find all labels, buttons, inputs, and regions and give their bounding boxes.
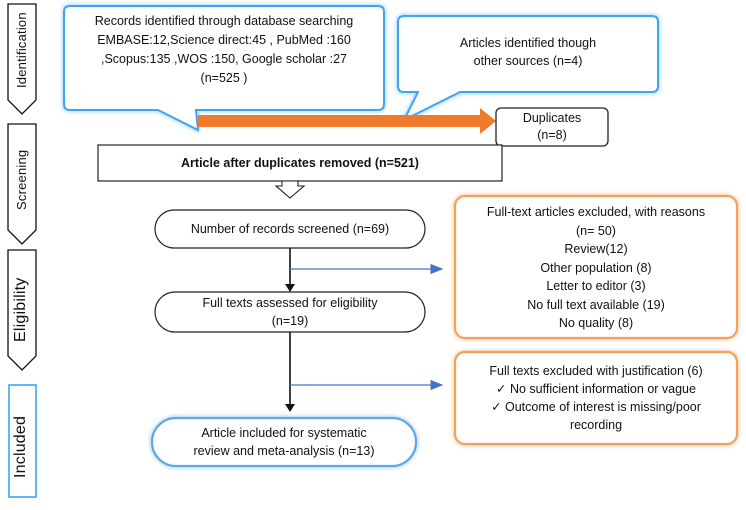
stage-label-eligibility: Eligibility [12,277,29,342]
other-sources-line: other sources (n=4) [473,54,583,68]
duplicates-text: Duplicates (n=8) [496,110,608,144]
hollow-down-arrow [274,180,306,199]
duplicates-box [495,107,609,147]
excluded-justification-text: Full texts excluded with justification (… [458,362,734,434]
excluded-reasons-box [453,194,739,340]
other-sources-line: Articles identified though [459,36,597,50]
excluded-reasons-line: Letter to editor (3) [546,279,646,293]
excluded-justification-line: Full texts excluded with justification (… [489,364,703,378]
after-duplicates-text: Article after duplicates removed (n=521) [181,156,419,170]
stage-marker-identification [7,3,37,115]
duplicates-line: (n=8) [537,128,567,142]
stage-marker-screening [7,123,37,245]
included-line: review and meta-analysis (n=13) [193,444,375,458]
excluded-reasons-line: No quality (8) [558,316,634,330]
database-records-line: (n=525 ) [200,71,248,85]
excluded-justification-box [453,350,739,446]
orange-arrow-to-duplicates [198,108,496,134]
assessed-line: (n=19) [271,314,309,328]
database-records-bubble [63,5,385,132]
stage-marker-eligibility [7,249,37,371]
included-line: Article included for systematic [201,426,367,440]
database-records-line: ,Scopus:135 ,WOS :150, Google scholar :2… [101,52,347,66]
excluded-reasons-line: No full text available (19) [527,297,665,312]
other-sources-bubble [397,15,659,123]
excluded-reasons-line: Review(12) [564,242,628,256]
assessed-line: Full texts assessed for eligibility [202,296,378,310]
other-sources-text: Articles identified though other sources… [402,34,654,70]
excluded-reasons-text: Full-text articles excluded, with reason… [458,203,734,333]
database-records-text: Records identified through database sear… [68,12,380,88]
excluded-reasons-line: Other population (8) [540,260,652,275]
excluded-reasons-line: (n= 50) [576,223,616,238]
duplicates-line: Duplicates [522,111,582,125]
stage-marker-included [8,384,37,498]
stage-label-included: Included [12,415,29,478]
screened-text: Number of records screened (n=69) [190,222,390,236]
after-duplicates-box [97,144,503,182]
assessed-text: Full texts assessed for eligibility (n=1… [155,294,425,330]
excluded-reasons-line: Full-text articles excluded, with reason… [486,205,706,219]
stage-label-identification: Identification [14,12,29,88]
included-ellipse [150,416,418,468]
included-text: Article included for systematic review a… [152,424,416,460]
excluded-justification-line: recording [569,418,623,432]
excluded-justification-line: ✓ Outcome of interest is missing/poor [491,400,701,414]
stage-label-screening: Screening [14,149,29,210]
database-records-line: EMBASE:12,Science direct:45 , PubMed :16… [97,33,351,47]
database-records-line: Records identified through database sear… [94,14,354,28]
excluded-justification-line: ✓ No sufficient information or vague [496,382,696,396]
